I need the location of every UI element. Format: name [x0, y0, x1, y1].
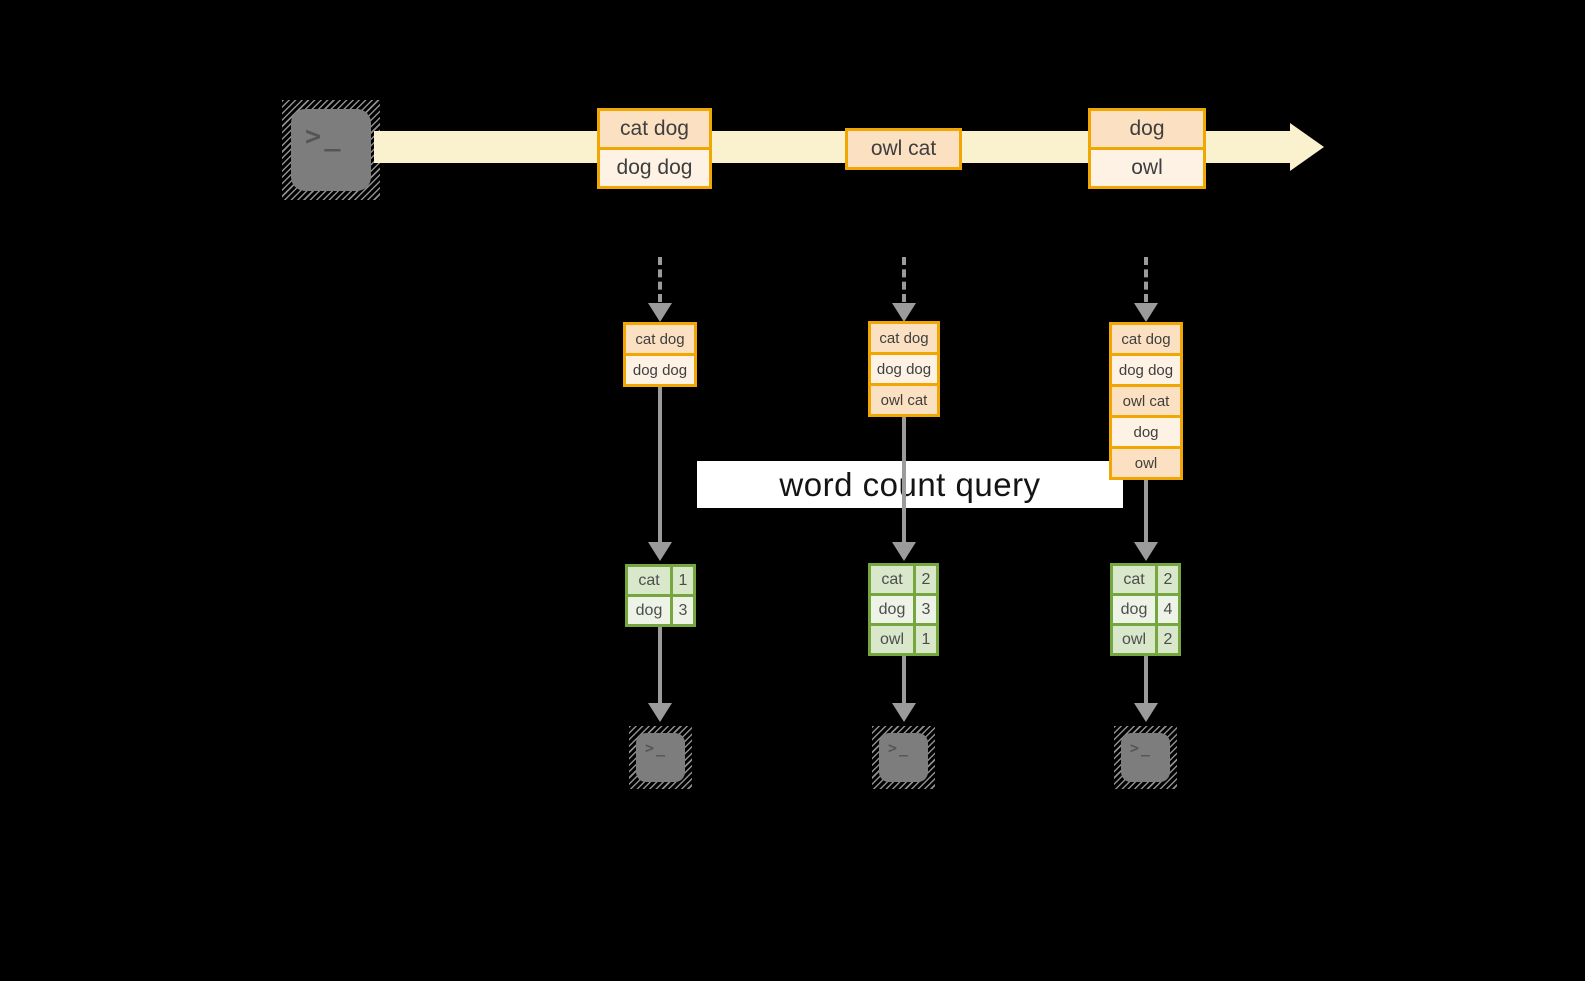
terminal-prompt-glyph: >_	[305, 121, 344, 152]
output-terminal-icon-3: >_	[1114, 726, 1177, 789]
count-cell: 2	[1158, 626, 1178, 653]
stream-event-box-1: cat dog dog dog	[597, 108, 712, 189]
arrow-line	[1144, 656, 1148, 703]
word-cell: dog	[1113, 596, 1155, 623]
terminal-screen: >_	[636, 733, 685, 782]
event-row: dog	[1091, 111, 1203, 147]
event-row: cat dog	[626, 325, 694, 353]
stream-event-box-3: dog owl	[1088, 108, 1206, 189]
word-cell: cat	[628, 567, 670, 594]
arrow-head-icon	[648, 703, 672, 722]
event-row: dog dog	[626, 356, 694, 384]
count-cell: 3	[916, 596, 936, 623]
event-row: dog dog	[600, 150, 709, 186]
event-row: dog dog	[871, 355, 937, 383]
event-row: cat dog	[871, 324, 937, 352]
event-row: owl	[1112, 449, 1180, 477]
accumulated-events-stack-2: cat dog dog dog owl cat	[868, 321, 940, 417]
terminal-prompt-glyph: >_	[1130, 739, 1153, 757]
event-row: dog dog	[1112, 356, 1180, 384]
terminal-screen: >_	[291, 109, 371, 191]
arrow-head-icon	[892, 703, 916, 722]
word-cell: cat	[871, 566, 913, 593]
dashed-arrow-head-icon	[1134, 303, 1158, 322]
count-cell: 2	[916, 566, 936, 593]
stream-event-box-2: owl cat	[845, 128, 962, 170]
arrow-head-icon	[1134, 542, 1158, 561]
event-row: cat dog	[1112, 325, 1180, 353]
dashed-arrow-head-icon	[648, 303, 672, 322]
terminal-prompt-glyph: >_	[645, 739, 668, 757]
arrow-line	[902, 656, 906, 703]
source-terminal-icon: >_	[282, 100, 380, 200]
word-count-table-3: cat 2 dog 4 owl 2	[1110, 563, 1181, 656]
event-row: dog	[1112, 418, 1180, 446]
terminal-prompt-glyph: >_	[888, 739, 911, 757]
stream-arrow-head-icon	[1290, 123, 1324, 171]
word-cell: owl	[1113, 626, 1155, 653]
count-cell: 4	[1158, 596, 1178, 623]
word-count-table-2: cat 2 dog 3 owl 1	[868, 563, 939, 656]
event-row: owl cat	[871, 386, 937, 414]
dashed-arrow-line	[658, 257, 662, 302]
count-cell: 1	[916, 626, 936, 653]
query-label: word count query	[697, 461, 1123, 508]
word-cell: dog	[871, 596, 913, 623]
terminal-screen: >_	[879, 733, 928, 782]
dashed-arrow-line	[902, 257, 906, 302]
count-cell: 2	[1158, 566, 1178, 593]
event-row: cat dog	[600, 111, 709, 147]
arrow-line	[1144, 480, 1148, 542]
arrow-line	[902, 417, 906, 542]
dashed-arrow-head-icon	[892, 303, 916, 322]
event-row: owl cat	[848, 131, 959, 167]
arrow-head-icon	[648, 542, 672, 561]
word-cell: owl	[871, 626, 913, 653]
word-cell: cat	[1113, 566, 1155, 593]
arrow-head-icon	[892, 542, 916, 561]
arrow-line	[658, 627, 662, 703]
output-terminal-icon-1: >_	[629, 726, 692, 789]
event-row: owl	[1091, 150, 1203, 186]
count-cell: 3	[673, 597, 693, 624]
word-count-table-1: cat 1 dog 3	[625, 564, 696, 627]
dashed-arrow-line	[1144, 257, 1148, 302]
arrow-line	[658, 387, 662, 542]
accumulated-events-stack-3: cat dog dog dog owl cat dog owl	[1109, 322, 1183, 480]
terminal-screen: >_	[1121, 733, 1170, 782]
event-row: owl cat	[1112, 387, 1180, 415]
word-cell: dog	[628, 597, 670, 624]
count-cell: 1	[673, 567, 693, 594]
accumulated-events-stack-1: cat dog dog dog	[623, 322, 697, 387]
output-terminal-icon-2: >_	[872, 726, 935, 789]
arrow-head-icon	[1134, 703, 1158, 722]
